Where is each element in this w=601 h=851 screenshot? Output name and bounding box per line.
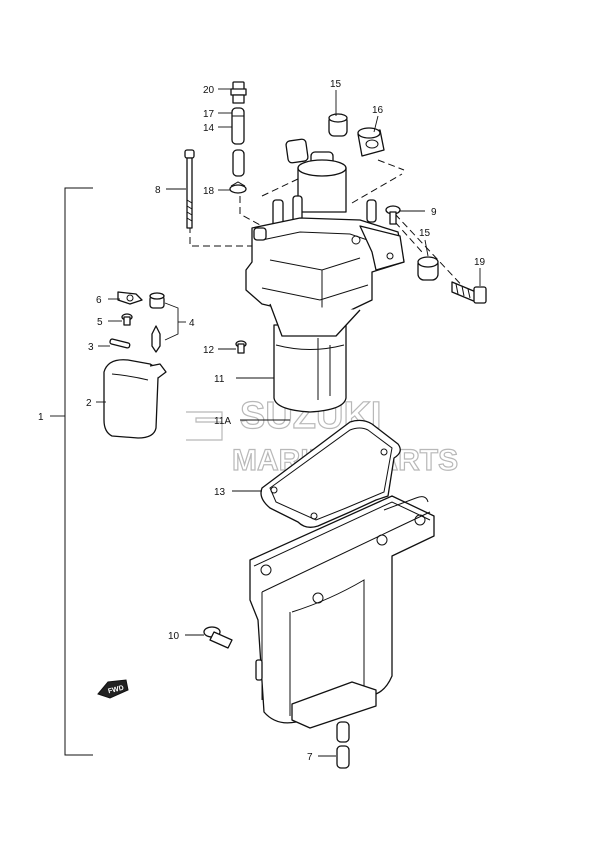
part-8-long-bolt [184,149,195,229]
part-2-float [103,359,167,439]
part-7-pipe [336,721,350,769]
part-16-grommet [357,127,385,157]
callout-4: 4 [189,318,195,329]
callout-17: 17 [203,109,215,120]
part-5-screw [121,313,133,326]
callout-12: 12 [203,345,215,356]
alignment-dashes [189,159,469,293]
callout-15-upper: 15 [330,79,342,90]
part-15-lower-grommet [417,256,439,281]
assembly-bracket-1 [50,187,93,756]
part-12-screw [235,340,247,354]
part-20-fitting [230,81,247,104]
part-6-clip [117,291,143,305]
callout-15-lower: 15 [419,228,431,239]
part-13-gasket [260,419,401,528]
part-14-lower-pipe [232,149,245,177]
callout-13: 13 [214,487,226,498]
callout-14: 14 [203,123,215,134]
callout-20: 20 [203,85,215,96]
callout-labels: 1 2 3 4 5 6 7 8 9 10 11 11A 12 13 14 15 … [38,79,486,763]
part-3-pin [109,338,131,349]
part-18-clip [229,181,247,194]
callout-16: 16 [372,105,384,116]
part-10-screw [203,626,233,649]
callout-19: 19 [474,257,486,268]
callout-11: 11 [214,374,225,385]
fwd-arrow-icon: FWD [97,679,129,699]
svg-text:FWD: FWD [107,685,124,696]
callout-8: 8 [155,185,161,196]
callout-7: 7 [307,752,313,763]
watermark-logo-mark [186,411,223,441]
part-11-upper-body [245,138,405,413]
leader-lines [96,88,481,757]
callout-18: 18 [203,186,215,197]
part-4-valve [149,292,165,353]
callout-10: 10 [168,631,180,642]
callout-1: 1 [38,412,44,423]
part-14-17-pipe [231,107,245,145]
part-9-screw [385,205,401,225]
callout-11a: 11A [214,416,231,427]
callout-6: 6 [96,295,102,306]
float-chamber-body [249,495,435,729]
callout-9: 9 [431,207,437,218]
callout-5: 5 [97,317,103,328]
callout-3: 3 [88,342,94,353]
callout-2: 2 [86,398,92,409]
part-19-bolt [451,281,487,304]
part-15-upper-grommet [328,113,348,137]
